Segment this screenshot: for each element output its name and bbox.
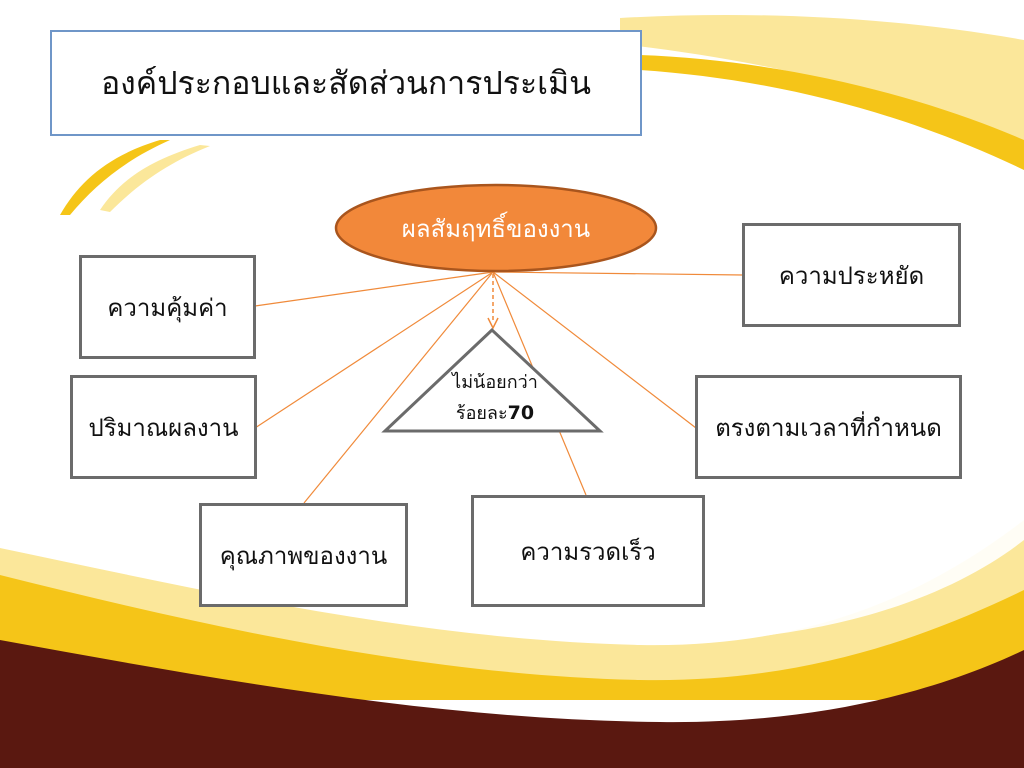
- node-quality: คุณภาพของงาน: [199, 503, 408, 607]
- top-wave-yellow: [640, 55, 1024, 170]
- node-label: ปริมาณผลงาน: [88, 413, 239, 442]
- footer-dark-band: [0, 640, 1024, 768]
- link-quality: [303, 271, 494, 504]
- dashed-arrow-head: [487, 317, 499, 330]
- center-threshold: ไม่น้อยกว่า ร้อยละ70: [420, 368, 570, 429]
- node-label: คุณภาพของงาน: [219, 541, 388, 570]
- root-node-label: ผลสัมฤทธิ์ของงาน: [401, 214, 591, 243]
- node-label: ตรงตามเวลาที่กำหนด: [715, 413, 942, 442]
- link-economy: [492, 271, 744, 276]
- bottom-wave-yellow: [0, 575, 1024, 700]
- bottom-wave-white: [720, 460, 1024, 640]
- left-wave-yellow: [60, 140, 170, 215]
- threshold-line1: ไม่น้อยกว่า: [452, 372, 538, 393]
- link-value: [254, 271, 494, 307]
- node-economy: ความประหยัด: [742, 223, 961, 327]
- link-quantity: [254, 271, 494, 429]
- node-label: ความประหยัด: [778, 261, 925, 290]
- node-value: ความคุ้มค่า: [79, 255, 256, 359]
- node-timeliness: ตรงตามเวลาที่กำหนด: [695, 375, 962, 479]
- link-timeliness: [492, 271, 697, 429]
- root-node: ผลสัมฤทธิ์ของงาน: [334, 183, 658, 273]
- node-quantity: ปริมาณผลงาน: [70, 375, 257, 479]
- root-ellipse: [334, 183, 658, 273]
- threshold-line2: ร้อยละ70: [420, 398, 570, 429]
- node-label: ความคุ้มค่า: [107, 293, 228, 322]
- node-label: ความรวดเร็ว: [520, 537, 656, 566]
- title-box: องค์ประกอบและสัดส่วนการประเมิน: [50, 30, 642, 136]
- center-triangle: [381, 327, 604, 433]
- threshold-value: 70: [507, 402, 535, 424]
- node-speed: ความรวดเร็ว: [471, 495, 705, 607]
- page-title: องค์ประกอบและสัดส่วนการประเมิน: [100, 63, 592, 102]
- threshold-prefix: ร้อยละ: [455, 403, 508, 424]
- top-wave-pale: [620, 14, 1024, 151]
- left-wave-pale: [100, 145, 210, 212]
